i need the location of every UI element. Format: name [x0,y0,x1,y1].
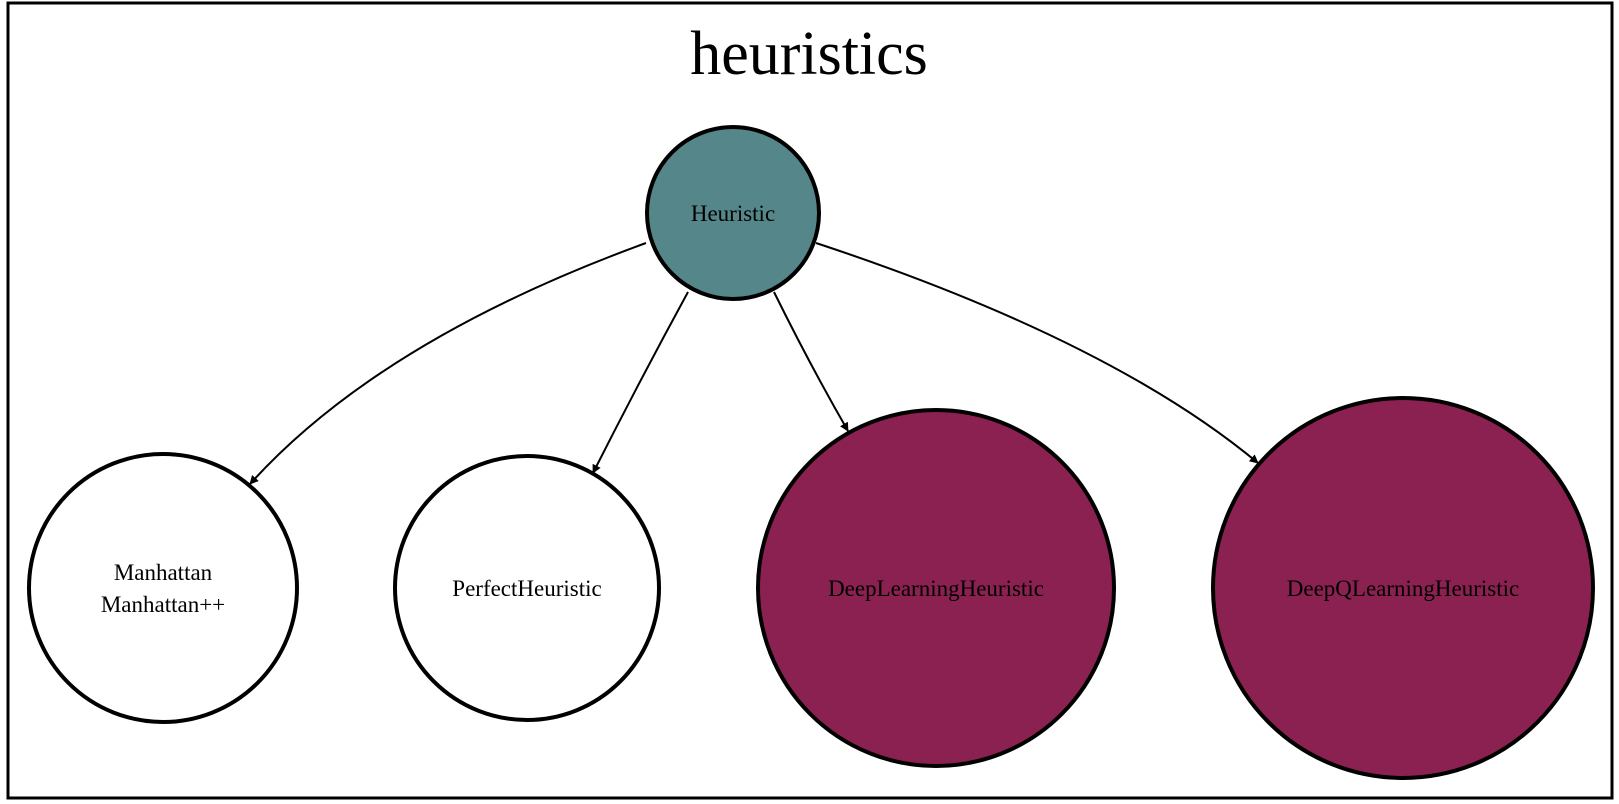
node-deep-learning: DeepLearningHeuristic [756,408,1116,768]
node-deep-q-learning: DeepQLearningHeuristic [1211,396,1595,780]
edge-heuristic-to-manhattan [249,242,647,485]
node-circle-deep-q-learning [1211,396,1595,780]
diagram-title: heuristics [690,20,928,88]
node-label-manhattan: Manhattan [114,560,213,585]
node-label-perfect: PerfectHeuristic [452,576,601,601]
edge-heuristic-to-deep-q-learning [815,242,1259,464]
node-label-heuristic: Heuristic [691,201,775,226]
node-circle-deep-learning [756,408,1116,768]
node-label-manhattan: Manhattan++ [101,592,225,617]
node-circle-heuristic [645,125,821,301]
edge-heuristic-to-perfect [592,291,689,474]
node-label-deep-learning: DeepLearningHeuristic [828,576,1044,601]
edges-layer [249,242,1259,485]
node-circle-manhattan [27,452,299,724]
node-circle-perfect [393,454,661,722]
node-heuristic: Heuristic [645,125,821,301]
edge-heuristic-to-deep-learning [773,291,849,432]
node-label-deep-q-learning: DeepQLearningHeuristic [1287,576,1519,601]
node-perfect: PerfectHeuristic [393,454,661,722]
